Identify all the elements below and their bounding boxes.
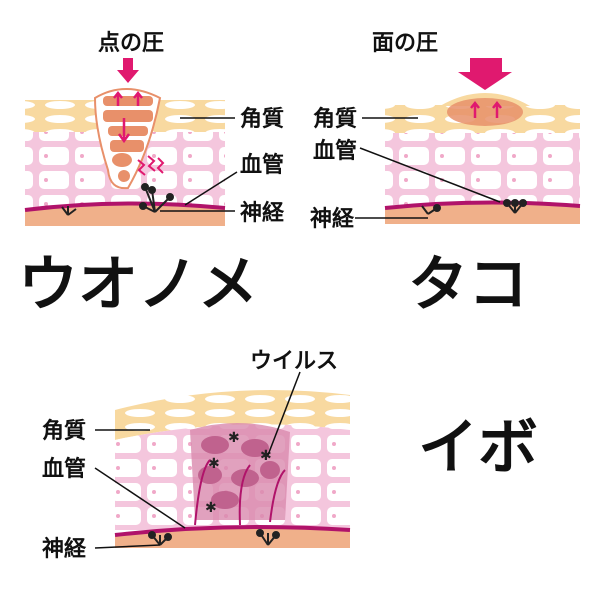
callus-panel: 面の圧 角質 血管 神経 タコ <box>310 31 581 320</box>
callus-name: タコ <box>408 250 528 320</box>
nerve-ending-icon <box>421 199 527 215</box>
pain-icon <box>137 155 165 176</box>
corn-pressure-title: 点の圧 <box>98 30 164 56</box>
svg-text:✱: ✱ <box>260 448 272 464</box>
corn-panel: 点の圧 角質 血管 神経 ウオノメ <box>18 30 285 320</box>
label-nerve: 神経 <box>42 536 87 562</box>
label-nerve: 神経 <box>310 206 355 232</box>
dermis <box>115 526 350 548</box>
svg-text:✱: ✱ <box>205 500 217 516</box>
horny-layer <box>115 390 350 440</box>
label-blood-vessel: 血管 <box>240 152 284 178</box>
svg-text:✱: ✱ <box>208 456 220 472</box>
label-horny-layer: 角質 <box>240 106 284 132</box>
wart-panel: ✱ ✱ ✱ ✱ ウイルス 角質 血管 神経 イボ <box>42 349 538 562</box>
blood-vessel <box>114 524 351 537</box>
point-pressure-arrow-icon <box>117 58 139 83</box>
blood-vessel <box>24 201 226 212</box>
svg-text:✱: ✱ <box>228 430 240 446</box>
nerve-ending-icon <box>148 529 280 546</box>
epidermis <box>385 133 580 205</box>
label-blood-vessel: 血管 <box>313 138 357 164</box>
callus-pressure-title: 面の圧 <box>372 31 438 56</box>
nerve-ending-icon <box>61 183 174 216</box>
label-horny-layer: 角質 <box>313 106 357 132</box>
label-horny-layer: 角質 <box>42 418 86 444</box>
blood-vessel <box>384 200 581 210</box>
label-nerve: 神経 <box>240 200 285 226</box>
corn-name: ウオノメ <box>18 250 258 320</box>
surface-pressure-arrow-icon <box>458 58 512 90</box>
callus-thickening <box>447 98 523 126</box>
virus-icon: ✱ ✱ ✱ ✱ <box>205 430 272 516</box>
label-blood-vessel: 血管 <box>42 456 86 482</box>
label-virus: ウイルス <box>250 349 338 374</box>
wart-name: イボ <box>418 413 538 483</box>
